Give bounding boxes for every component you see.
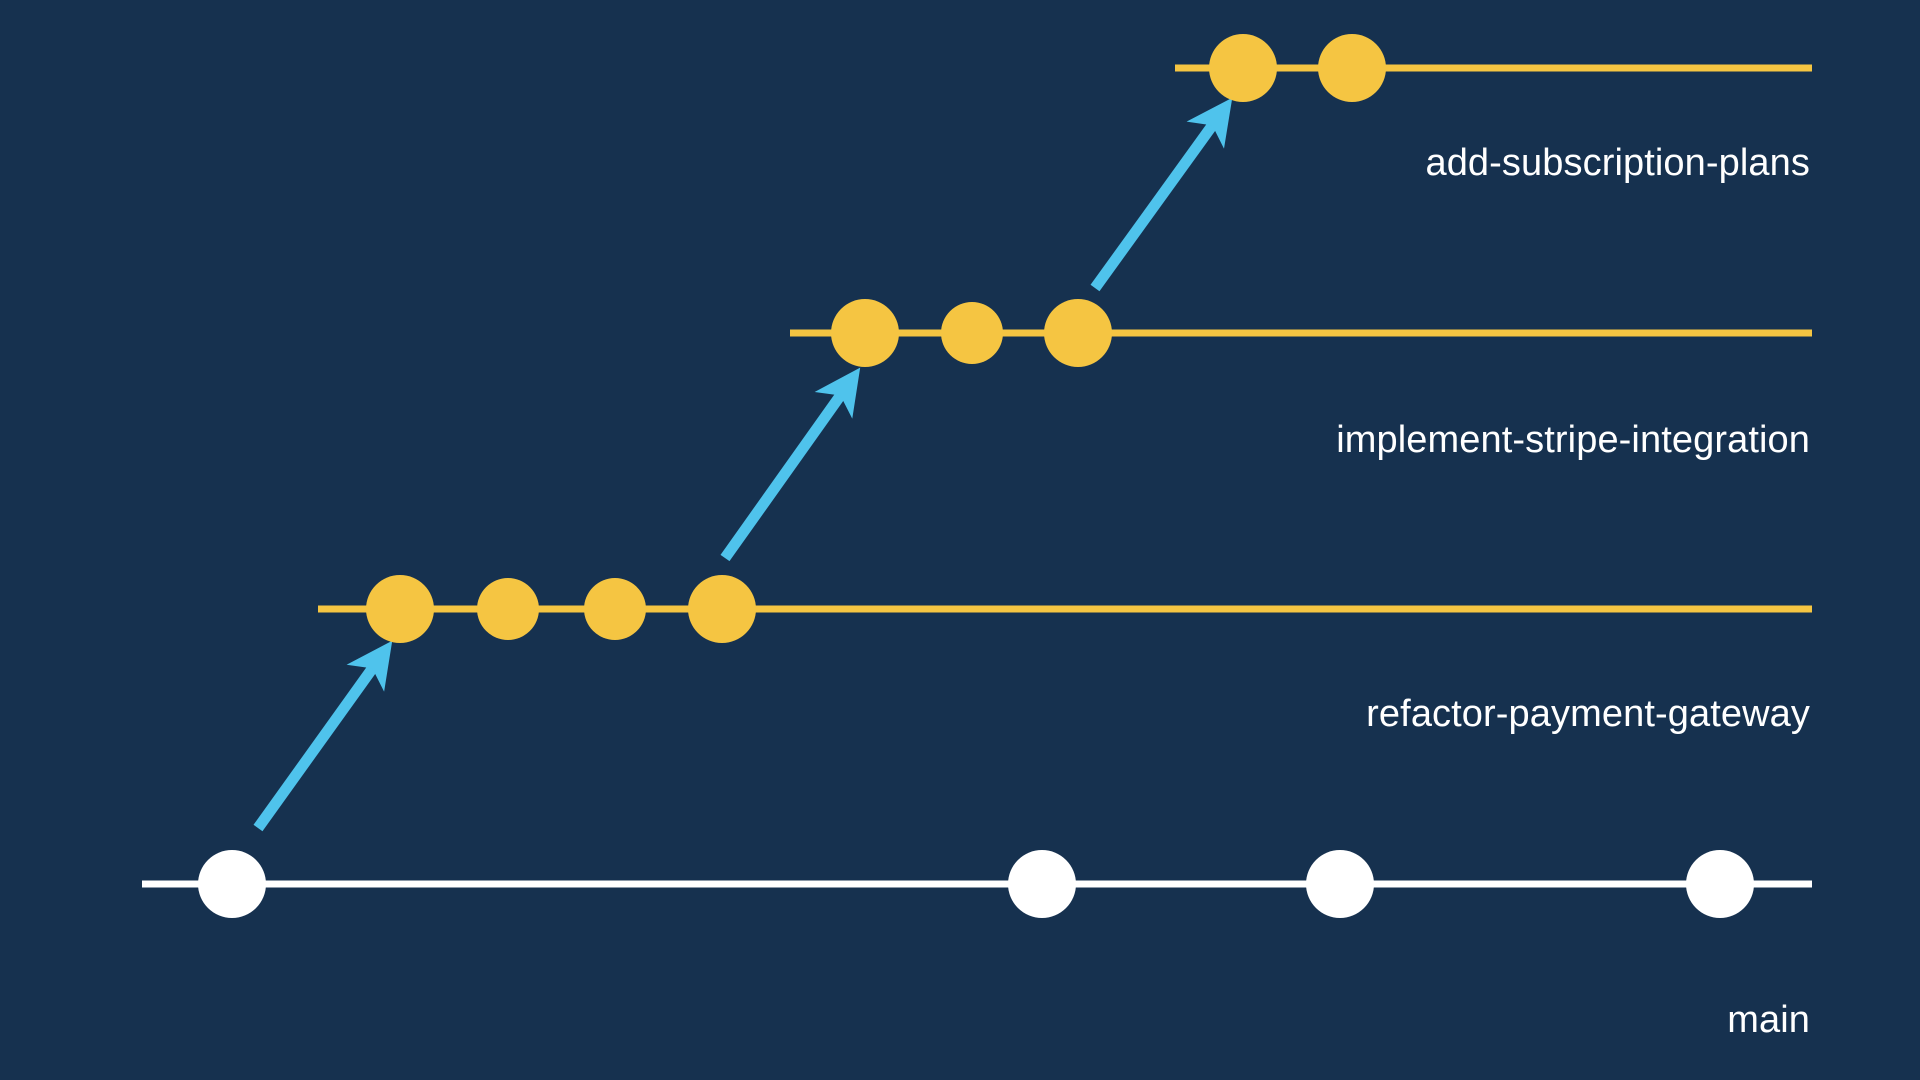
arrow-refactor-to-stripe-icon <box>720 367 861 562</box>
branch-lines-group <box>142 64 1812 888</box>
branch-label-add-subscription-plans: add-subscription-plans <box>1425 142 1810 184</box>
commit-node-implement-stripe-integration-1[interactable] <box>831 299 899 367</box>
arrow-stripe-to-subscription-icon <box>1090 97 1233 292</box>
branch-label-main: main <box>1727 999 1810 1041</box>
commit-node-refactor-payment-gateway-1[interactable] <box>366 575 434 643</box>
commit-node-add-subscription-plans-2[interactable] <box>1318 34 1386 102</box>
commit-nodes-group <box>198 34 1754 918</box>
branch-label-refactor-payment-gateway: refactor-payment-gateway <box>1366 693 1810 735</box>
branch-label-implement-stripe-integration: implement-stripe-integration <box>1336 419 1810 461</box>
commit-node-refactor-payment-gateway-3[interactable] <box>584 578 646 640</box>
commit-node-implement-stripe-integration-2[interactable] <box>941 302 1003 364</box>
commit-node-refactor-payment-gateway-4[interactable] <box>688 575 756 643</box>
commit-node-implement-stripe-integration-3[interactable] <box>1044 299 1112 367</box>
commit-node-main-3[interactable] <box>1306 850 1374 918</box>
commit-node-add-subscription-plans-1[interactable] <box>1209 34 1277 102</box>
commit-node-main-2[interactable] <box>1008 850 1076 918</box>
arrow-main-to-refactor-icon <box>253 640 393 832</box>
branch-arrows-group <box>253 97 1233 832</box>
commit-node-refactor-payment-gateway-2[interactable] <box>477 578 539 640</box>
commit-node-main-4[interactable] <box>1686 850 1754 918</box>
commit-node-main-1[interactable] <box>198 850 266 918</box>
